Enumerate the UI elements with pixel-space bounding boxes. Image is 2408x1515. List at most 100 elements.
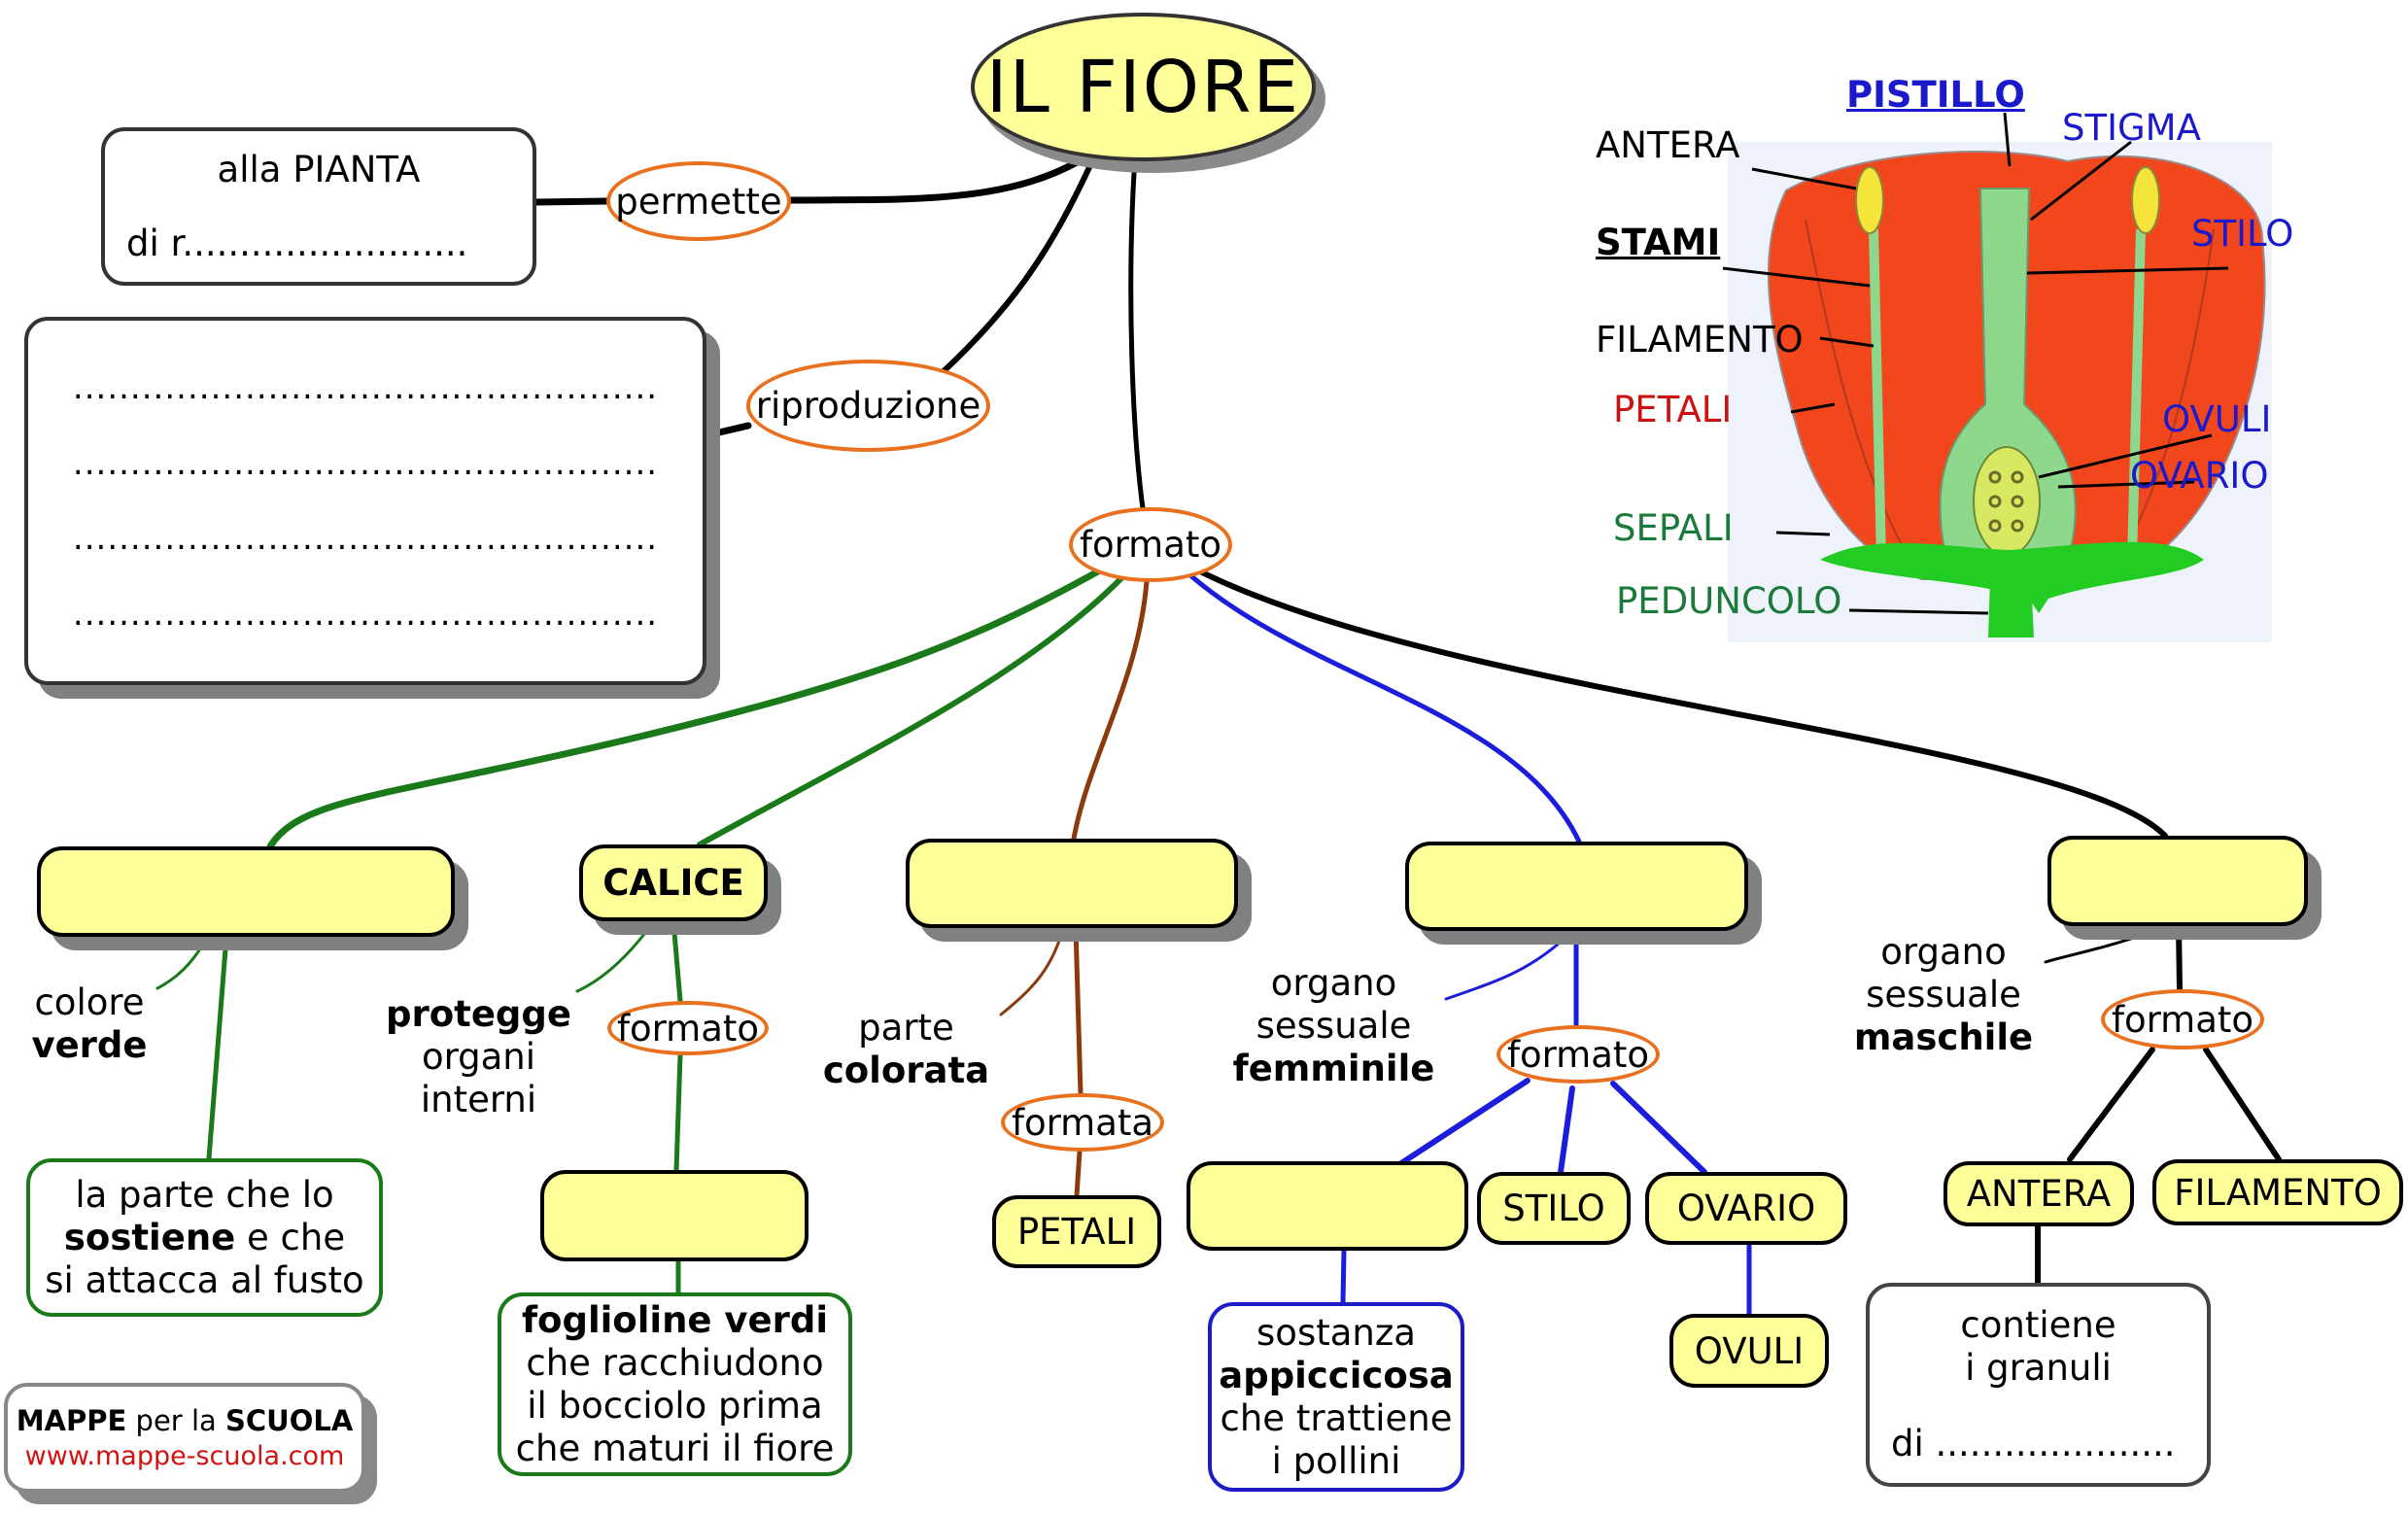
- box-stigma-blank[interactable]: [1187, 1161, 1468, 1251]
- desc-line: che maturi il fiore: [515, 1427, 835, 1469]
- link-formato-antera: [2067, 1047, 2155, 1162]
- side-label-bold: protegge: [386, 993, 571, 1035]
- link-calice-formato: [671, 918, 683, 1004]
- desc-line: sostanza: [1256, 1311, 1416, 1354]
- flower-label-petali: PETALI: [1613, 389, 1733, 430]
- side-label-protegge: protegge organi interni: [384, 993, 573, 1121]
- side-label-line: organi: [421, 1036, 536, 1078]
- ovary: [1973, 446, 2041, 557]
- link-corolla-side: [999, 933, 1063, 1016]
- flower-label-antera: ANTERA: [1596, 124, 1740, 166]
- side-label-line: sessuale: [1866, 974, 2021, 1016]
- link-stigma-desc: [1340, 1248, 1347, 1305]
- fill-in-blank[interactable]: di .....................: [1891, 1423, 2176, 1464]
- side-label-parte-colorata: parte colorata: [821, 1007, 991, 1092]
- link-label-riproduzione: riproduzione: [746, 360, 990, 452]
- flower-label-stami: STAMI: [1596, 222, 1721, 263]
- flower-label-stigma: STIGMA: [2062, 107, 2201, 149]
- flower-label-ovuli: OVULI: [2162, 398, 2272, 440]
- link-formato-stilo: [1558, 1085, 1575, 1175]
- link-title-permette: [787, 152, 1092, 204]
- label-arrows: [1722, 112, 2229, 615]
- side-label-colore-verde: colore verde: [21, 981, 157, 1067]
- link-label-pistillo-formato: formato: [1496, 1025, 1660, 1084]
- dotted-line[interactable]: ........................................…: [72, 595, 659, 635]
- side-label-bold: femminile: [1232, 1048, 1435, 1089]
- link-label-formata: formata: [1001, 1093, 1164, 1152]
- link-label-stami-formato: formato: [2101, 989, 2264, 1050]
- filament: [1869, 228, 1886, 561]
- box-calice: CALICE: [579, 844, 768, 921]
- dotted-line[interactable]: ........................................…: [72, 367, 659, 407]
- desc-line: il bocciolo prima: [527, 1384, 823, 1427]
- petal-fold: [1805, 219, 1923, 580]
- link-label-calice-formato: formato: [607, 1001, 769, 1055]
- link-riproduzione-box: [715, 422, 752, 436]
- link-title-riproduzione: [928, 162, 1093, 386]
- sepals: [1820, 541, 2204, 613]
- link-formato-foglie: [673, 1052, 683, 1173]
- link-formato-ovario: [1610, 1081, 1707, 1175]
- flower-label-filamento: FILAMENTO: [1596, 319, 1804, 361]
- desc-line: che trattiene: [1220, 1396, 1453, 1439]
- flower-illustration: [1722, 112, 2272, 642]
- link-label-permette: permette: [606, 161, 791, 241]
- link-formato-pistillo: [1187, 572, 1582, 844]
- side-label-bold: colorata: [822, 1050, 990, 1091]
- desc-line: i pollini: [1271, 1439, 1401, 1482]
- link-pistillo-side: [1444, 941, 1562, 1001]
- link-formato-calice: [697, 575, 1124, 847]
- side-label-normal: colore: [34, 981, 145, 1023]
- box-antera: ANTERA: [1944, 1161, 2134, 1226]
- link-formata-petali: [1074, 1149, 1083, 1198]
- fill-in-blank[interactable]: di r.........................: [126, 223, 468, 264]
- box-peduncolo-description: la parte che lo sostiene e che si attacc…: [26, 1158, 383, 1317]
- logo-mappe-scuola[interactable]: MAPPE per la SCUOLA www.mappe-scuola.com: [4, 1383, 365, 1493]
- box-peduncolo-blank[interactable]: [37, 846, 455, 937]
- box-corolla-blank[interactable]: [906, 839, 1238, 928]
- peduncle: [1988, 579, 2034, 637]
- logo-bold: MAPPE: [16, 1404, 127, 1437]
- logo-url[interactable]: www.mappe-scuola.com: [24, 1441, 345, 1471]
- box-pistillo-blank[interactable]: [1405, 842, 1748, 931]
- desc-bold: foglioline verdi: [521, 1298, 829, 1341]
- link-label-formato: formato: [1069, 507, 1232, 582]
- link-title-formato: [1128, 170, 1146, 511]
- side-label-line: sessuale: [1256, 1005, 1412, 1047]
- desc-line: si attacca al fusto: [45, 1258, 364, 1301]
- box-riproduzione-answer[interactable]: ........................................…: [24, 317, 706, 685]
- anther: [1855, 166, 1884, 234]
- box-calice-child-blank[interactable]: [540, 1170, 808, 1261]
- ovules: [1988, 470, 2024, 533]
- desc-line: i granuli: [1965, 1347, 2112, 1389]
- flower-label-ovario: OVARIO: [2130, 455, 2269, 497]
- dotted-line[interactable]: ........................................…: [72, 443, 659, 483]
- box-alla-pianta: alla PIANTA di r........................…: [101, 127, 536, 286]
- side-label-line: organo: [1270, 962, 1397, 1004]
- link-calice-side: [575, 927, 650, 993]
- link-formato-stigma: [1398, 1078, 1531, 1166]
- side-label-line: organo: [1880, 931, 2007, 973]
- side-label-femminile: organo sessuale femminile: [1229, 962, 1438, 1090]
- anther: [2131, 166, 2160, 234]
- flower-label-peduncolo: PEDUNCOLO: [1616, 580, 1842, 622]
- side-label-maschile: organo sessuale maschile: [1841, 931, 2046, 1059]
- alla-pianta-text: alla PIANTA: [217, 149, 421, 190]
- link-formato-corolla: [1071, 578, 1150, 842]
- link-stami-formato: [2176, 923, 2183, 992]
- box-stilo: STILO: [1477, 1172, 1631, 1245]
- logo-mid: per la: [126, 1404, 225, 1437]
- link-formato-peduncolo: [266, 568, 1102, 850]
- desc-line: contiene: [1960, 1304, 2116, 1346]
- box-stami-blank[interactable]: [2047, 836, 2308, 926]
- dotted-line[interactable]: ........................................…: [72, 519, 659, 559]
- link-formato-filamento: [2203, 1047, 2282, 1162]
- side-label-line: interni: [420, 1079, 537, 1120]
- link-peduncolo-desc: [206, 934, 229, 1161]
- logo-bold: SCUOLA: [224, 1404, 354, 1437]
- box-ovuli: OVULI: [1669, 1314, 1829, 1388]
- flower-label-pistillo: PISTILLO: [1846, 74, 2025, 116]
- link-stami-side: [2044, 931, 2150, 964]
- box-filamento: FILAMENTO: [2152, 1159, 2403, 1225]
- desc-line: che racchiudono: [526, 1341, 824, 1384]
